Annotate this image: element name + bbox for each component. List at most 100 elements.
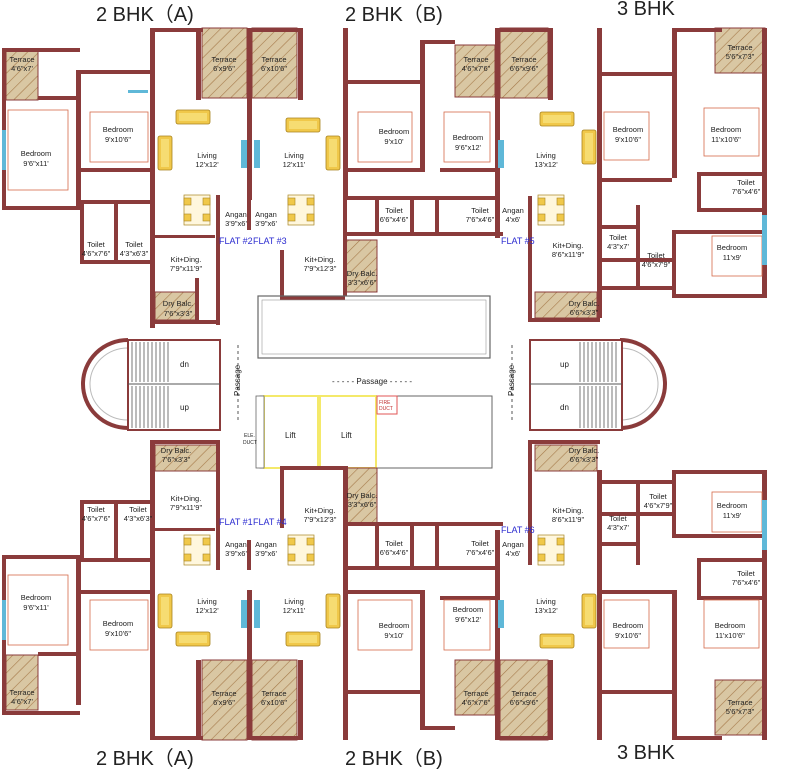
b-c-drybalc-name: Dry Balc. xyxy=(569,446,599,455)
t-c-drybalc-size: 6'6"x3'3" xyxy=(570,308,599,317)
t-c-drybalc-name: Dry Balc. xyxy=(569,299,599,308)
stair-left-up: up xyxy=(180,403,189,412)
t-a-terrace2-name: Terrace xyxy=(211,55,236,64)
flat-3-label: FLAT #3 xyxy=(253,236,287,246)
b-c-kit-size: 8'6"x11'9" xyxy=(552,515,585,524)
b-b-terrace2-name: Terrace xyxy=(463,689,488,698)
b-a-drybalc-size: 7'6"x3'3" xyxy=(162,455,191,464)
b-a-bed2-size: 9'x10'6" xyxy=(105,629,131,638)
b-a-terrace2-name: Terrace xyxy=(211,689,236,698)
b-c-toilet3-size: 4'6"x7'9" xyxy=(644,501,673,510)
stair-right-dn: dn xyxy=(560,403,569,412)
t-a-bed2-size: 9'x10'6" xyxy=(105,135,131,144)
t-c-kit-name: Kit+Ding. xyxy=(553,241,584,250)
t-a-angan-size: 3'9"x6' xyxy=(225,219,247,228)
t-a-drybalc-size: 7'6"x3'3" xyxy=(164,309,193,318)
t-c-toilet3-name: Toilet xyxy=(647,251,665,260)
t-c-toilet1-size: 7'6"x4'6" xyxy=(732,187,761,196)
b-c-kit-name: Kit+Ding. xyxy=(553,506,584,515)
passage-left: Passage xyxy=(233,364,242,396)
t-b-living-size: 12'x11' xyxy=(283,160,306,169)
common-labels: - - - - - Passage - - - - - Passage Pass… xyxy=(180,360,569,440)
fire-duct-line2: DUCT xyxy=(379,406,393,412)
b-a-terrace2-size: 6'x9'6" xyxy=(213,698,235,707)
t-c-bed2-size: 11'x10'6" xyxy=(711,135,741,144)
flat-1-label: FLAT #1 xyxy=(219,517,253,527)
t-c-terrace-name: Terrace xyxy=(511,55,536,64)
t-b-terrace2-name: Terrace xyxy=(463,55,488,64)
passage-horizontal: - - - - - Passage - - - - - xyxy=(332,377,412,386)
t-b-terrace-name: Terrace xyxy=(261,55,286,64)
lift-left-label: Lift xyxy=(285,431,296,440)
ele-duct-line2: DUCT xyxy=(243,440,257,446)
t-b-angan-name: Angan xyxy=(255,210,277,219)
ele-duct-line1: ELE. xyxy=(244,433,255,439)
t-c-bed1-size: 9'x10'6" xyxy=(615,135,641,144)
b-a-terrace-size: 4'6"x7' xyxy=(11,697,33,706)
b-a-toilet2-size: 4'3"x6'3" xyxy=(124,514,153,523)
b-c-toilet2-size: 4'3"x7' xyxy=(607,523,629,532)
t-b-bed1-name: Bedroom xyxy=(379,127,409,136)
b-a-bed1-name: Bedroom xyxy=(21,593,51,602)
b-c-toilet2-name: Toilet xyxy=(609,514,627,523)
t-c-angan-name: Angan xyxy=(502,206,524,215)
t-a-bed2-name: Bedroom xyxy=(103,125,133,134)
t-b-toilet2-size: 7'6"x4'6" xyxy=(466,215,495,224)
passage-right: Passage xyxy=(507,364,516,396)
t-b-living-name: Living xyxy=(284,151,304,160)
t-b-terrace2-size: 4'6"x7'6" xyxy=(462,64,491,73)
flat-5-label: FLAT #5 xyxy=(501,236,535,246)
t-a-bed1-name: Bedroom xyxy=(21,149,51,158)
b-c-angan-size: 4'x6' xyxy=(506,549,522,558)
b-b-angan-name: Angan xyxy=(255,540,277,549)
b-b-toilet2-size: 7'6"x4'6" xyxy=(466,548,495,557)
t-c-bed3-size: 11'x9' xyxy=(723,253,742,262)
b-c-toilet1-name: Toilet xyxy=(737,569,755,578)
stair-left-dn: dn xyxy=(180,360,189,369)
b-b-living-name: Living xyxy=(284,597,304,606)
t-c-toilet2-size: 4'3"x7' xyxy=(607,242,629,251)
t-c-bed2-name: Bedroom xyxy=(711,125,741,134)
b-a-toilet1-name: Toilet xyxy=(87,505,105,514)
flat-4-label: FLAT #4 xyxy=(253,517,287,527)
b-b-bed1-name: Bedroom xyxy=(379,621,409,630)
b-a-angan-name: Angan xyxy=(225,540,247,549)
t-b-toilet1-name: Toilet xyxy=(385,206,403,215)
b-a-living-name: Living xyxy=(197,597,217,606)
t-a-terrace-size: 4'6"x7' xyxy=(11,64,33,73)
b-a-angan-size: 3'9"x6' xyxy=(225,549,247,558)
b-c-bed1-name: Bedroom xyxy=(613,621,643,630)
t-b-terrace-size: 6'x10'6" xyxy=(261,64,287,73)
b-b-angan-size: 3'9"x6' xyxy=(255,549,277,558)
t-a-kit-name: Kit+Ding. xyxy=(171,255,202,264)
t-c-terrace2-size: 5'6"x7'3" xyxy=(726,52,755,61)
b-c-bed3-size: 11'x9' xyxy=(723,511,742,520)
b-c-toilet1-size: 7'6"x4'6" xyxy=(732,578,761,587)
t-c-bed3-name: Bedroom xyxy=(717,243,747,252)
b-a-drybalc-name: Dry Balc. xyxy=(161,446,191,455)
t-b-drybalc-name: Dry Balc. xyxy=(347,269,377,278)
t-c-living-size: 13'x12' xyxy=(534,160,558,169)
b-b-kit-size: 7'9"x12'3" xyxy=(304,515,337,524)
t-b-kit-size: 7'9"x12'3" xyxy=(304,264,337,273)
t-a-living-name: Living xyxy=(197,151,217,160)
b-c-bed1-size: 9'x10'6" xyxy=(615,631,641,640)
b-a-toilet2-name: Toilet xyxy=(129,505,147,514)
t-a-toilet1-size: 4'6"x7'6" xyxy=(82,249,111,258)
stair-right xyxy=(529,338,667,431)
b-b-living-size: 12'x11' xyxy=(283,606,306,615)
fire-duct-line1: FIRE xyxy=(379,400,391,406)
room-labels: Terrace 4'6"x7' Bedroom 9'6"x11' Bedroom… xyxy=(9,43,760,716)
t-c-angan-size: 4'x6' xyxy=(506,215,522,224)
t-a-kit-size: 7'9"x11'9" xyxy=(170,264,203,273)
t-a-bed1-size: 9'6"x11' xyxy=(23,159,49,168)
b-c-terrace-size: 6'6"x9'6" xyxy=(510,698,539,707)
heading-top-3bhk: 3 BHK xyxy=(617,0,675,20)
b-b-bed2-name: Bedroom xyxy=(453,605,483,614)
b-c-terrace2-size: 5'6"x7'3" xyxy=(726,707,755,716)
b-b-bed1-size: 9'x10' xyxy=(384,631,404,640)
bottom-floor xyxy=(2,440,767,741)
b-c-bed3-name: Bedroom xyxy=(717,501,747,510)
t-b-bed2-size: 9'6"x12' xyxy=(455,143,482,152)
